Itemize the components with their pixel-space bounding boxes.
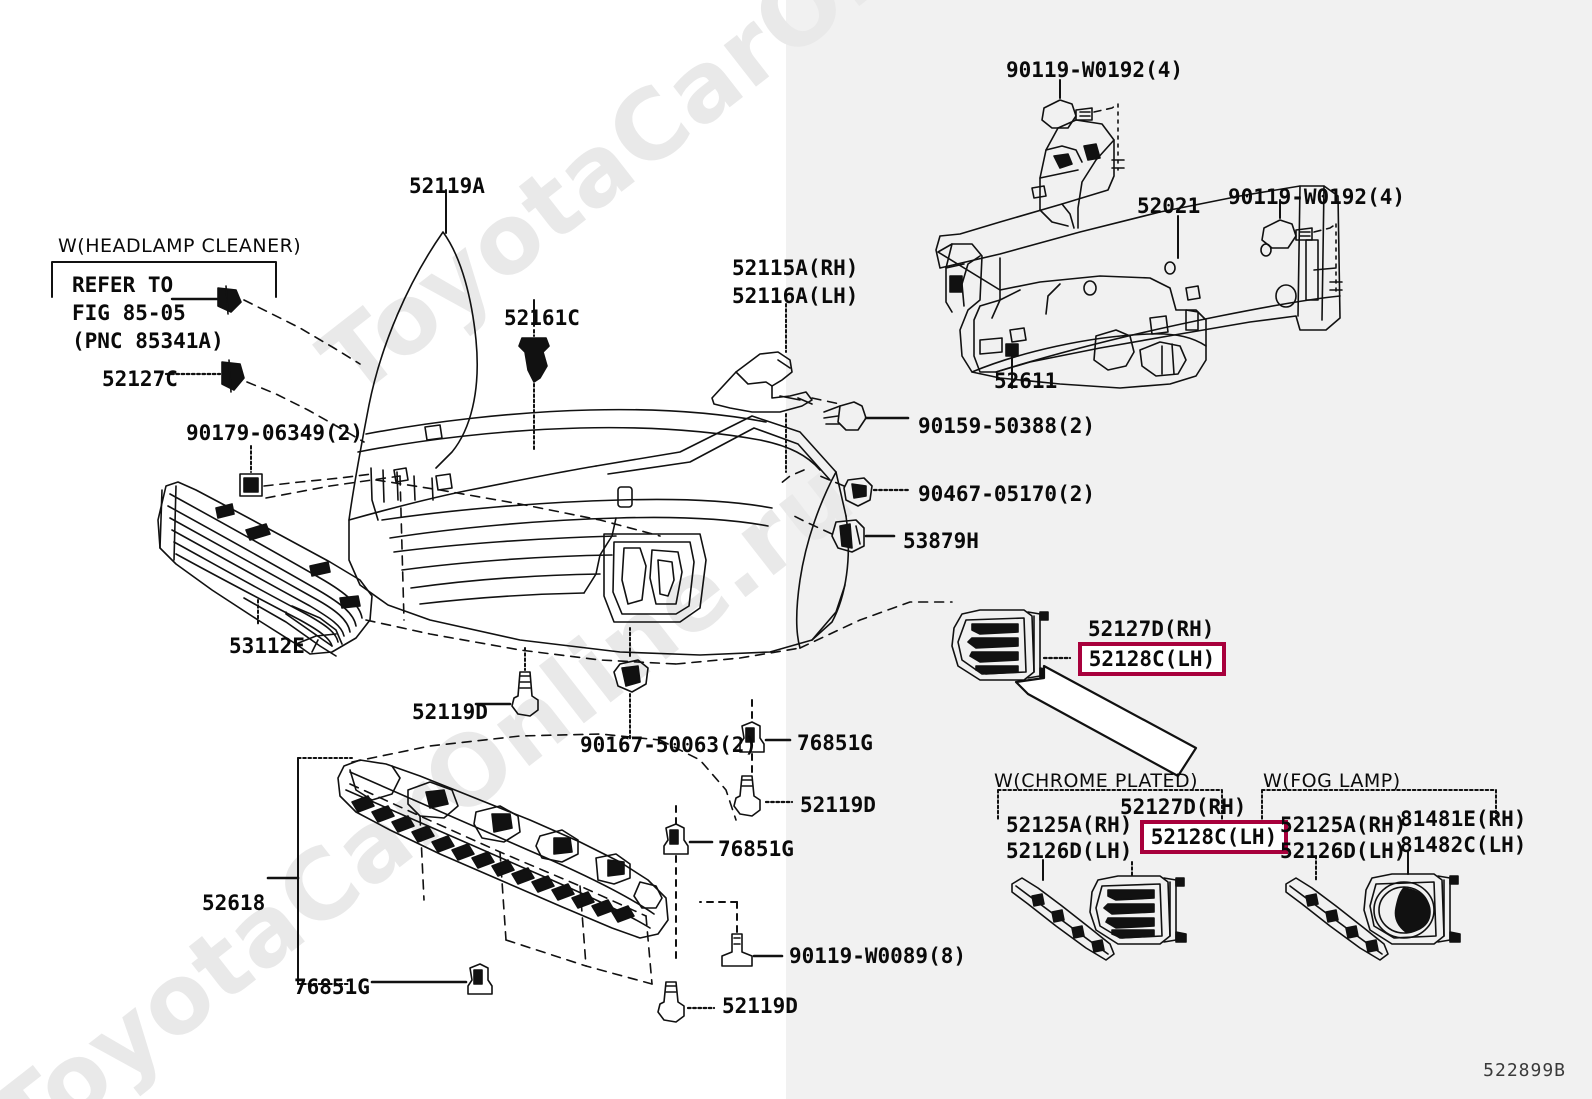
label-clip-52161c: 52161C bbox=[504, 306, 580, 330]
fog-moulding-rh: 52125A(RH) bbox=[1280, 813, 1407, 837]
label-bolt-90119-w0089: 90119-W0089(8) bbox=[789, 944, 967, 968]
label-screw-90159: 90159-50388(2) bbox=[918, 414, 1096, 438]
headlamp-cleaner-line-1: REFER TO bbox=[72, 273, 174, 297]
label-screw-90167: 90167-50063(2) bbox=[580, 733, 758, 757]
label-retainer-lh: 52116A(LH) bbox=[732, 284, 859, 308]
label-bracket-52127c: 52127C bbox=[102, 367, 178, 391]
label-absorber: 52611 bbox=[994, 369, 1058, 393]
label-clip-76851g-c: 76851G bbox=[294, 975, 370, 999]
label-clip-53879h: 53879H bbox=[903, 529, 979, 553]
background-right-panel bbox=[786, 0, 1592, 1099]
fog-bezel-rh: 81481E(RH) bbox=[1400, 807, 1527, 831]
label-lower-grille: 53112E bbox=[229, 634, 305, 658]
label-clip-90179: 90179-06349(2) bbox=[186, 421, 364, 445]
diagram-id: 522899B bbox=[1483, 1060, 1566, 1081]
chrome-grille-rh: 52127D(RH) bbox=[1120, 795, 1247, 819]
label-bolt-top-left: 90119-W0192(4) bbox=[1006, 58, 1184, 82]
label-screw-52119d-c: 52119D bbox=[722, 994, 798, 1018]
headlamp-cleaner-line-3: (PNC 85341A) bbox=[72, 329, 224, 353]
group-header-chrome-plated: W(CHROME PLATED) bbox=[994, 770, 1199, 792]
group-header-headlamp-cleaner: W(HEADLAMP CLEANER) bbox=[58, 235, 302, 257]
group-header-fog-lamp: W(FOG LAMP) bbox=[1263, 770, 1401, 792]
label-clip-76851g-b: 76851G bbox=[718, 837, 794, 861]
chrome-moulding-lh: 52126D(LH) bbox=[1006, 839, 1133, 863]
label-seal-52618: 52618 bbox=[202, 891, 266, 915]
callout-cover-part-rh: 52127D(RH) bbox=[1088, 617, 1215, 641]
highlighted-part-number-52128c[interactable]: 52128C(LH) bbox=[1078, 642, 1226, 676]
label-clip-76851g-a: 76851G bbox=[797, 731, 873, 755]
label-retainer-rh: 52115A(RH) bbox=[732, 256, 859, 280]
label-clip-90467: 90467-05170(2) bbox=[918, 482, 1096, 506]
label-bumper-cover: 52119A bbox=[409, 174, 485, 198]
highlighted-part-number-52128c-group[interactable]: 52128C(LH) bbox=[1140, 820, 1288, 854]
fog-bezel-lh: 81482C(LH) bbox=[1400, 833, 1527, 857]
fog-moulding-lh: 52126D(LH) bbox=[1280, 839, 1407, 863]
headlamp-cleaner-line-2: FIG 85-05 bbox=[72, 301, 186, 325]
label-screw-52119d-b: 52119D bbox=[800, 793, 876, 817]
label-screw-52119d-a: 52119D bbox=[412, 700, 488, 724]
label-bolt-top-right: 90119-W0192(4) bbox=[1228, 185, 1406, 209]
chrome-moulding-rh: 52125A(RH) bbox=[1006, 813, 1133, 837]
label-reinforcement: 52021 bbox=[1137, 194, 1201, 218]
